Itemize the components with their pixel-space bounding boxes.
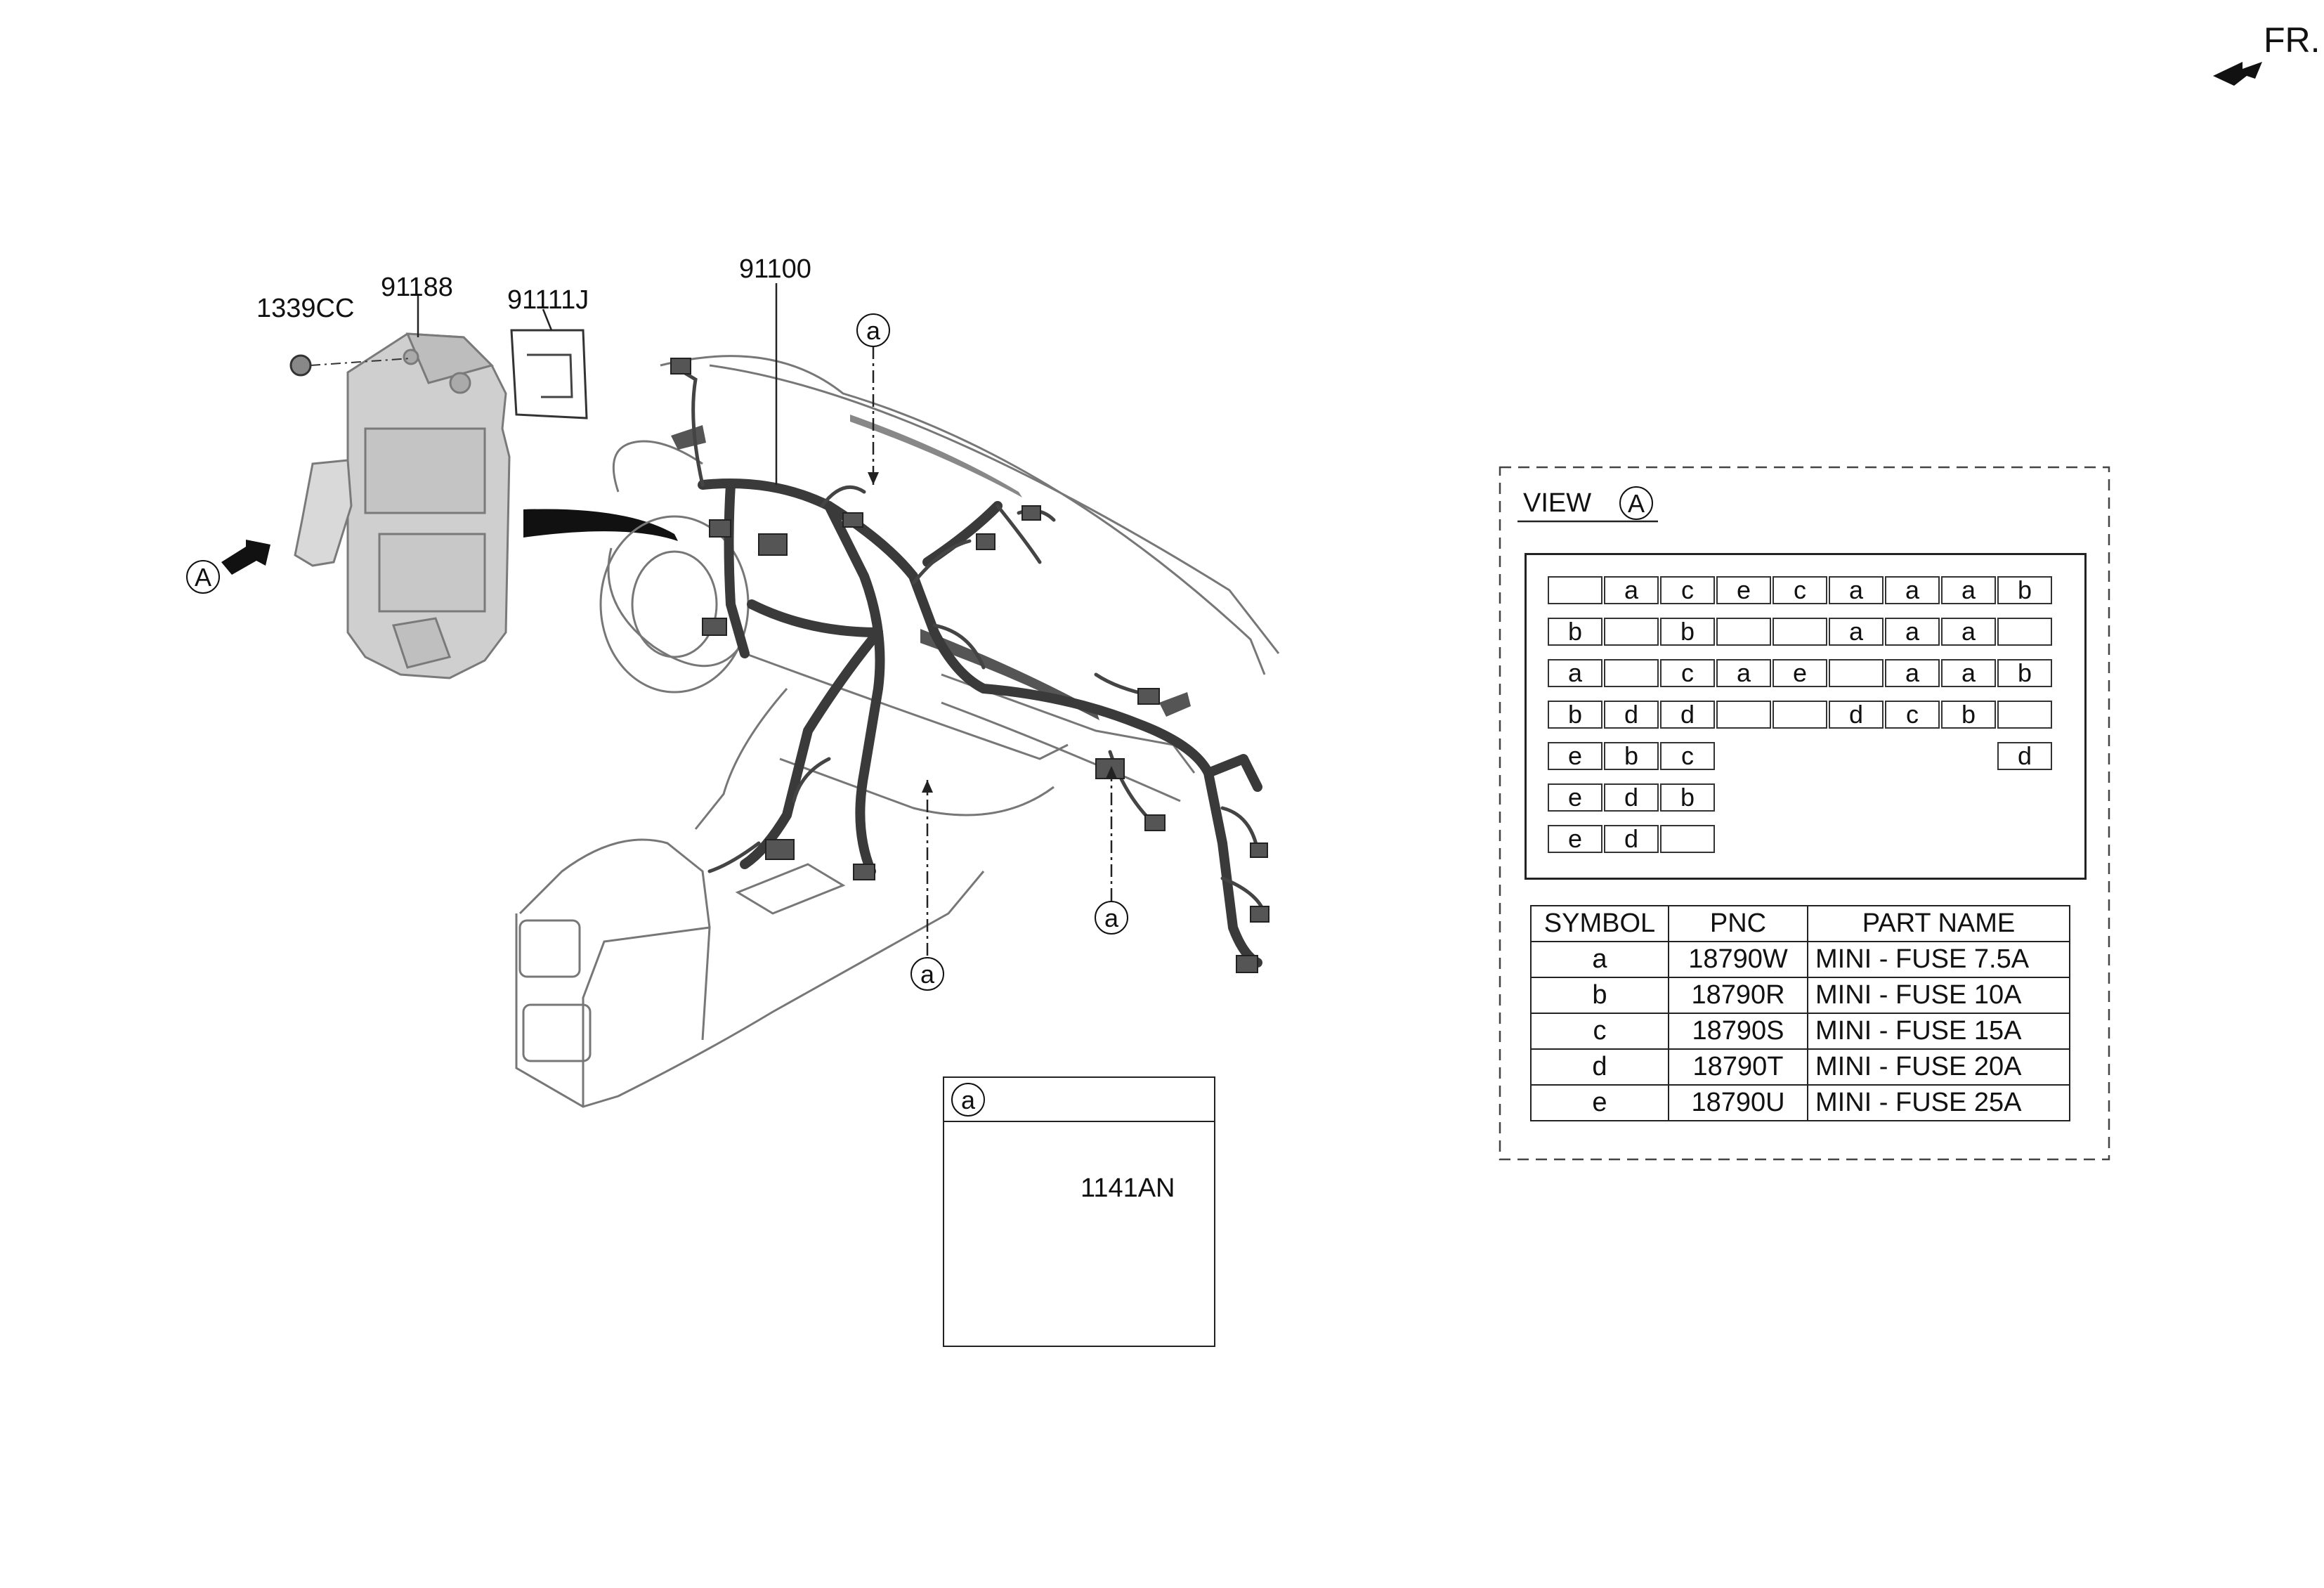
fuse-slot xyxy=(1604,618,1659,646)
table-row: d 18790T MINI - FUSE 20A xyxy=(1530,1048,2070,1086)
detail-box-header: a xyxy=(944,1078,1214,1122)
fuse-slot xyxy=(1660,825,1715,853)
fuse-slot: b xyxy=(1941,701,1996,729)
ref-a-right: a xyxy=(1095,901,1128,935)
legend-symbol: b xyxy=(1530,977,1669,1014)
fuse-slot: d xyxy=(1829,701,1884,729)
table-row: b 18790R MINI - FUSE 10A xyxy=(1530,977,2070,1014)
fuse-slot: b xyxy=(1548,618,1602,646)
ref-a-top: a xyxy=(856,313,890,347)
fuse-slot: a xyxy=(1548,659,1602,687)
fuse-slot: d xyxy=(1997,742,2052,770)
fuse-slot: a xyxy=(1941,618,1996,646)
fuse-slot: b xyxy=(1997,659,2052,687)
callout-1141an: 1141AN xyxy=(1081,1173,1175,1203)
fuse-slot: e xyxy=(1773,659,1827,687)
legend-pnc: 18790U xyxy=(1668,1084,1808,1121)
fuse-slot: a xyxy=(1716,659,1771,687)
fuse-slot: c xyxy=(1660,742,1715,770)
fuse-slot: e xyxy=(1548,783,1602,812)
fuse-slot: b xyxy=(1548,701,1602,729)
legend-header-symbol: SYMBOL xyxy=(1530,905,1669,942)
fuse-slot: e xyxy=(1548,825,1602,853)
legend-part-name: MINI - FUSE 20A xyxy=(1807,1048,2070,1086)
fuse-slot: a xyxy=(1941,659,1996,687)
legend-symbol: c xyxy=(1530,1013,1669,1050)
main-wiring-harness xyxy=(698,479,1262,968)
fuse-slot: c xyxy=(1773,576,1827,604)
legend-header-part-name: PART NAME xyxy=(1807,905,2070,942)
fuse-slot: b xyxy=(1660,783,1715,812)
legend-part-name: MINI - FUSE 15A xyxy=(1807,1013,2070,1050)
view-a-border xyxy=(1499,466,2110,1161)
legend-pnc: 18790R xyxy=(1668,977,1808,1014)
ref-a-bottom: a xyxy=(910,957,944,991)
callout-1339cc: 1339CC xyxy=(256,294,355,323)
table-row: e 18790U MINI - FUSE 25A xyxy=(1530,1084,2070,1121)
fuse-slot: a xyxy=(1941,576,1996,604)
dashboard-outline xyxy=(515,355,1280,1108)
fuse-slot: a xyxy=(1885,576,1940,604)
fuse-slot: c xyxy=(1885,701,1940,729)
legend-pnc: 18790W xyxy=(1668,941,1808,978)
callout-91100: 91100 xyxy=(739,254,811,284)
fuse-slot xyxy=(1997,618,2052,646)
fuse-slot xyxy=(1773,618,1827,646)
fuse-slot: a xyxy=(1885,618,1940,646)
legend-symbol: d xyxy=(1530,1048,1669,1086)
fr-label: FR. xyxy=(2264,20,2320,60)
fuse-slot xyxy=(1997,701,2052,729)
view-a-arrow xyxy=(221,540,270,575)
fuse-slot: d xyxy=(1604,701,1659,729)
fuse-slot: d xyxy=(1604,825,1659,853)
ref-A-junction: A xyxy=(186,560,220,594)
fuse-slot: b xyxy=(1604,742,1659,770)
fuse-slot: b xyxy=(1997,576,2052,604)
view-ref-A: A xyxy=(1619,486,1653,520)
legend-part-name: MINI - FUSE 25A xyxy=(1807,1084,2070,1121)
junction-box-illustration xyxy=(294,332,511,679)
legend-part-name: MINI - FUSE 7.5A xyxy=(1807,941,2070,978)
fuse-slot xyxy=(1716,701,1771,729)
fuse-slot: c xyxy=(1660,576,1715,604)
reference-leaders xyxy=(872,346,1113,1286)
fuse-slot xyxy=(1716,618,1771,646)
legend-pnc: 18790T xyxy=(1668,1048,1808,1086)
detail-box-a: a xyxy=(943,1076,1215,1347)
legend-part-name: MINI - FUSE 10A xyxy=(1807,977,2070,1014)
installation-arrow xyxy=(523,509,678,541)
front-direction-arrow xyxy=(2213,62,2262,86)
fuse-slot: a xyxy=(1885,659,1940,687)
legend-pnc: 18790S xyxy=(1668,1013,1808,1050)
fuse-slot xyxy=(1548,576,1602,604)
legend-header-row: SYMBOL PNC PART NAME xyxy=(1530,905,2070,942)
fuse-legend-table: SYMBOL PNC PART NAME a 18790W MINI - FUS… xyxy=(1530,905,2070,1121)
fuse-slot xyxy=(1829,659,1884,687)
fuse-slot: a xyxy=(1829,576,1884,604)
fuse-slot: e xyxy=(1548,742,1602,770)
table-row: c 18790S MINI - FUSE 15A xyxy=(1530,1013,2070,1050)
fuse-slot: b xyxy=(1660,618,1715,646)
fuse-slot xyxy=(1773,701,1827,729)
legend-symbol: a xyxy=(1530,941,1669,978)
detail-ref-a: a xyxy=(951,1083,985,1117)
fuse-slot: c xyxy=(1660,659,1715,687)
legend-header-pnc: PNC xyxy=(1668,905,1808,942)
legend-symbol: e xyxy=(1530,1084,1669,1121)
table-row: a 18790W MINI - FUSE 7.5A xyxy=(1530,941,2070,978)
callout-91111j: 91111J xyxy=(507,285,589,315)
fuse-slot: e xyxy=(1716,576,1771,604)
fuse-slot: d xyxy=(1604,783,1659,812)
fuse-slot xyxy=(1604,659,1659,687)
fuse-slot: d xyxy=(1660,701,1715,729)
callout-91188: 91188 xyxy=(381,273,453,302)
fuse-slot: a xyxy=(1604,576,1659,604)
fuse-slot: a xyxy=(1829,618,1884,646)
view-title: VIEW xyxy=(1523,488,1592,518)
